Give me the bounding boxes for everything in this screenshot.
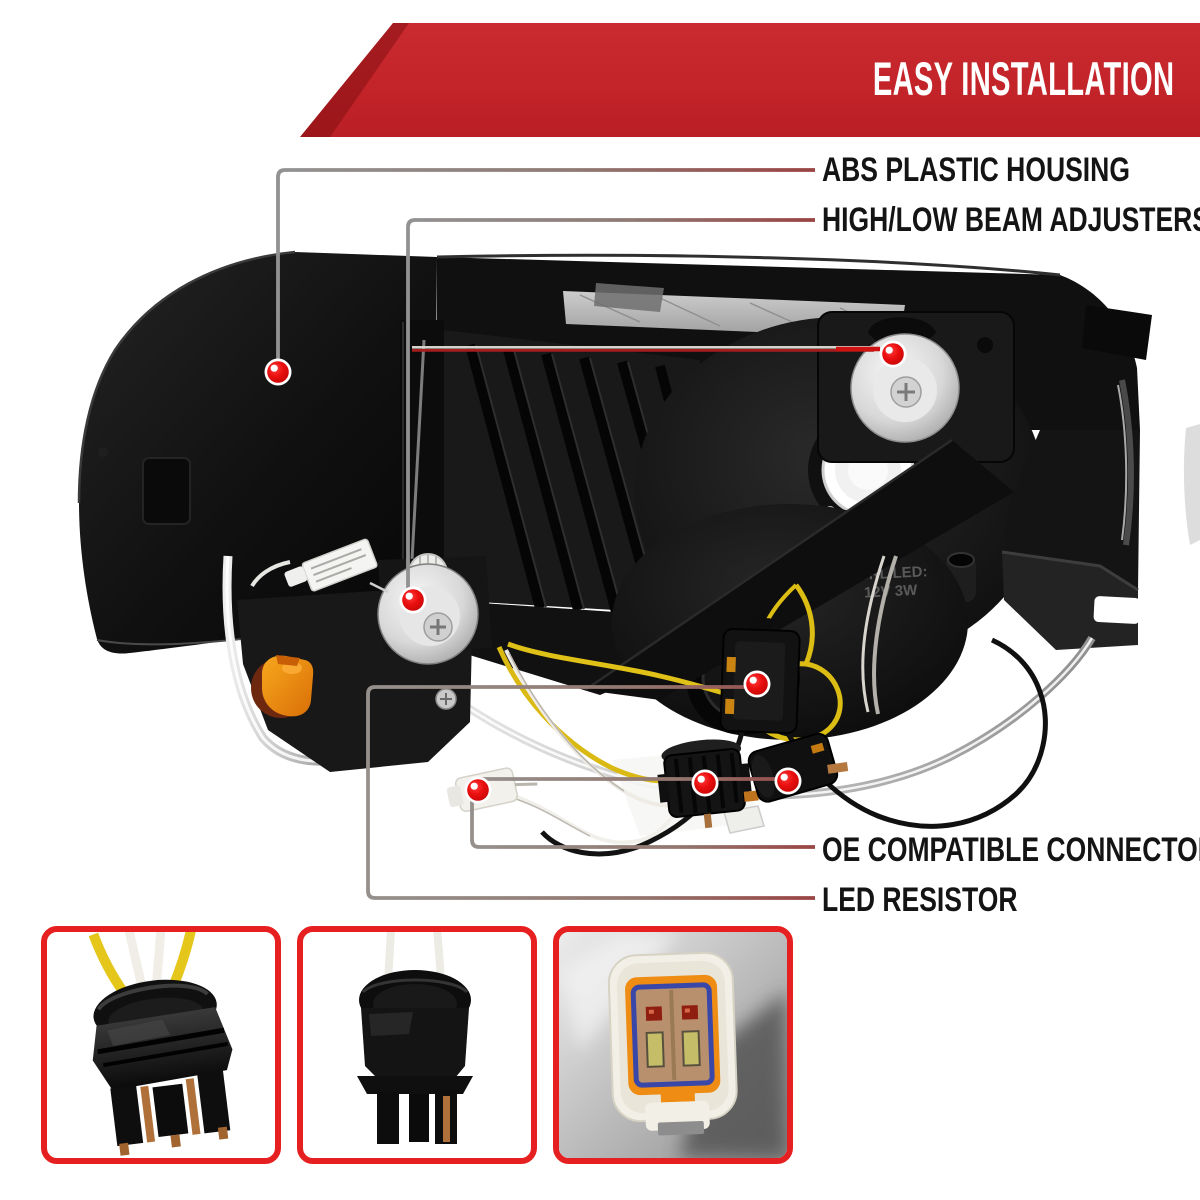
connector-back-drawing <box>357 932 473 1144</box>
label-high-low-beam-adjusters: HIGH/LOW BEAM ADJUSTERS <box>822 201 1200 239</box>
oe-connector-black <box>747 732 849 803</box>
label-abs-plastic-housing: ABS PLASTIC HOUSING <box>822 151 1130 189</box>
connector-front-drawing <box>88 932 233 1156</box>
inset-connector-front <box>41 926 281 1164</box>
callout-dot-lower-adjuster <box>399 586 427 614</box>
inset-connector-closeup <box>553 926 793 1164</box>
label-oe-compatible-connectors: OE COMPATIBLE CONNECTORS <box>822 831 1200 869</box>
callout-dot-connector-2 <box>691 769 719 797</box>
oe-connector-white <box>446 767 538 812</box>
headlight-assembly: >ABS< <box>77 250 1200 857</box>
line-high-low-beam-adjusters <box>406 218 815 592</box>
line-led-resistor <box>366 685 815 900</box>
black-wire <box>783 637 1048 829</box>
inset-connector-back <box>297 926 537 1164</box>
mount-tab <box>1002 552 1138 650</box>
banner-title: EASY INSTALLATION <box>872 51 1174 105</box>
tape-flag <box>1082 305 1152 360</box>
easy-installation-banner: EASY INSTALLATION <box>300 23 1200 137</box>
housing-right <box>946 379 1200 650</box>
beam-adjuster-upper <box>817 311 1015 463</box>
callout-dot-led-resistor <box>743 670 771 698</box>
callout-dot-connector-1 <box>464 776 492 804</box>
photo-edge-sliver <box>1183 424 1200 545</box>
beam-adjuster-lower <box>377 553 492 665</box>
callout-dot-housing <box>264 358 292 386</box>
label-led-resistor: LED RESISTOR <box>822 881 1018 919</box>
bracket-arm <box>585 440 1014 700</box>
connector-closeup-drawing <box>559 932 787 1158</box>
svg-text:12V 3W: 12V 3W <box>864 582 919 602</box>
callout-dot-connector-3 <box>774 767 802 795</box>
wire-label-tag <box>284 538 378 592</box>
callout-dot-upper-adjuster <box>879 340 907 368</box>
callout-dots <box>264 340 907 804</box>
cable-wrap <box>723 805 765 834</box>
line-abs-plastic-housing <box>276 168 815 363</box>
